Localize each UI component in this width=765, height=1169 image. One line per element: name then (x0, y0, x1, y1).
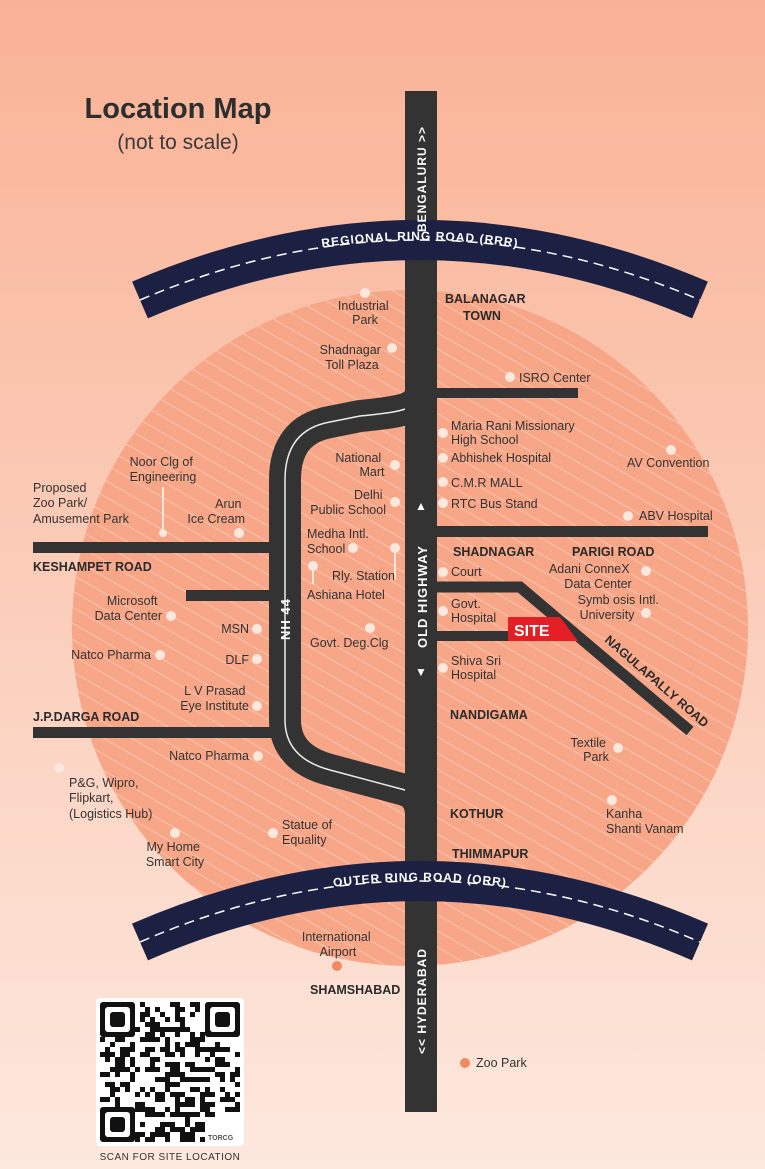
landmark-abhishek: Abhishek Hospital (451, 451, 551, 465)
landmark-industrial-park: Industrial Park (338, 299, 392, 327)
landmark-isro: ISRO Center (519, 371, 591, 385)
qr-caption: SCAN FOR SITE LOCATION (100, 1152, 241, 1163)
jp-darga-label: J.P.DARGA ROAD (33, 710, 139, 724)
place-nandigama: NANDIGAMA (450, 708, 528, 722)
orr-label: OUTER RING ROAD (ORR) (332, 870, 507, 890)
side-roads (33, 388, 708, 738)
landmark-national-mart: National Mart (335, 451, 385, 479)
qr-code[interactable]: TORCG (96, 998, 244, 1146)
place-balanagar: BALANAGAR TOWN (445, 292, 529, 323)
keshampet-road (33, 542, 273, 553)
site-marker[interactable]: SITE (508, 617, 578, 641)
landmark-natco-2: Natco Pharma (169, 749, 249, 763)
parigi-road (432, 526, 708, 537)
landmark-toll-plaza: Shadnagar Toll Plaza (320, 343, 385, 372)
landmark-medha: Medha Intl. School (307, 527, 372, 556)
landmark-proposed-zoo: Proposed Zoo Park/ Amusement Park (33, 481, 130, 526)
nh44-label: NH 44 (278, 598, 293, 640)
place-shamshabad: SHAMSHABAD (310, 983, 400, 997)
parigi-label: PARIGI ROAD (572, 545, 654, 559)
landmark-zoo-park: Zoo Park (476, 1056, 527, 1070)
qr-modules (100, 1002, 240, 1142)
isro-road (432, 388, 578, 398)
landmark-rtc: RTC Bus Stand (451, 497, 538, 511)
landmark-airport: International Airport (302, 930, 374, 959)
landmark-shiva-sri: Shiva Sri Hospital (451, 654, 505, 682)
site-label: SITE (514, 623, 550, 640)
landmark-rly-station: Rly. Station (332, 569, 395, 583)
main-highway (405, 91, 437, 1112)
landmark-msn: MSN (221, 622, 249, 636)
landmark-dlf: DLF (225, 653, 249, 667)
page-subtitle: (not to scale) (117, 131, 238, 154)
landmark-govt-hospital: Govt. Hospital (451, 597, 496, 625)
landmark-textile: Textile Park (571, 736, 610, 764)
microsoft-road (186, 590, 274, 601)
qr-brand: TORCG (208, 1135, 234, 1142)
landmark-kanha: Kanha Shanti Vanam (606, 807, 684, 836)
landmark-maria-rani: Maria Rani Missionary High School (451, 419, 578, 447)
landmark-delhi-school: Delhi Public School (310, 488, 386, 517)
landmark-court: Court (451, 565, 482, 579)
landmark-arun: Arun Ice Cream (187, 497, 245, 526)
old-highway-label: OLD HIGHWAY (415, 545, 430, 648)
bengaluru-label: BENGALURU >> (415, 126, 429, 232)
landmark-lv-prasad: L V Prasad Eye Institute (180, 684, 249, 713)
place-shadnagar: SHADNAGAR (453, 545, 534, 559)
rrr-lane-line (139, 239, 701, 301)
landmark-cmr: C.M.R MALL (451, 476, 523, 490)
landmark-symbiosis: Symb osis Intl. University (578, 593, 663, 622)
landmark-abv: ABV Hospital (639, 509, 713, 523)
arrow-down-icon: ▼ (415, 665, 427, 679)
landmark-govt-deg: Govt. Deg.Clg (310, 636, 389, 650)
landmark-adani: Adani ConneX Data Center (549, 562, 633, 591)
landmark-microsoft: Microsoft Data Center (95, 594, 162, 623)
arrow-up-icon: ▲ (415, 499, 427, 513)
landmark-my-home: My Home Smart City (146, 840, 205, 869)
nagulapally-road (432, 581, 694, 736)
landmark-ashiana: Ashiana Hotel (307, 588, 385, 602)
page-title: Location Map (85, 93, 272, 125)
pin-markers (159, 487, 400, 584)
landmark-dots (54, 288, 676, 1068)
hyderabad-label: << HYDERABAD (415, 948, 429, 1054)
place-thimmapur: THIMMAPUR (452, 847, 528, 861)
landmark-noor: Noor Clg of Engineering (130, 455, 197, 484)
jp-darga-road (33, 727, 273, 738)
landmark-av-convention: AV Convention (627, 456, 710, 470)
landmark-statue: Statue of Equality (282, 818, 336, 847)
landmark-pg-logistics: P&G, Wipro, Flipkart, (Logistics Hub) (69, 776, 152, 821)
keshampet-label: KESHAMPET ROAD (33, 560, 152, 574)
landmark-natco-1: Natco Pharma (71, 648, 151, 662)
place-kothur: KOTHUR (450, 807, 503, 821)
site-road (432, 631, 510, 641)
orr-lane-line (139, 880, 701, 943)
